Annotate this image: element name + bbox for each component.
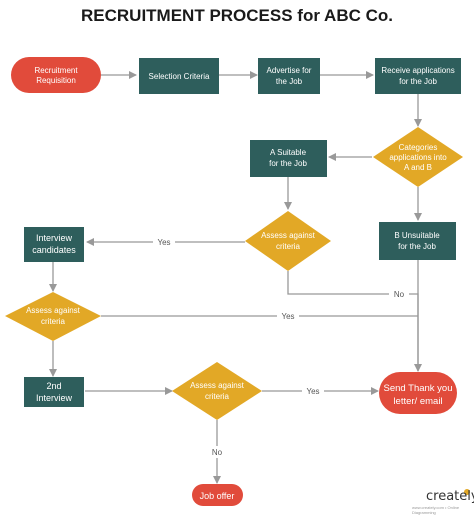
node-receive-applications[interactable]: Receive applications for the Job (375, 58, 461, 94)
svg-text:for the Job: for the Job (399, 77, 437, 86)
svg-text:Recruitment: Recruitment (34, 66, 78, 75)
edge-label-no: No (394, 290, 405, 299)
svg-text:Selection Criteria: Selection Criteria (149, 72, 210, 81)
svg-text:for the Job: for the Job (398, 242, 436, 251)
svg-text:criteria: criteria (41, 317, 66, 326)
node-selection-criteria[interactable]: Selection Criteria (139, 58, 219, 94)
svg-text:Job offer: Job offer (200, 491, 235, 501)
node-send-thank-you[interactable]: Send Thank you letter/ email (379, 372, 457, 414)
node-job-offer[interactable]: Job offer (192, 484, 243, 506)
edge-label-yes: Yes (306, 387, 319, 396)
node-assess-criteria-3[interactable]: Assess against criteria (172, 362, 262, 420)
node-b-unsuitable[interactable]: B Unsuitable for the Job (379, 222, 456, 260)
svg-text:Assess against: Assess against (26, 306, 81, 315)
svg-text:Categories: Categories (399, 143, 438, 152)
edge-label-yes: Yes (281, 312, 294, 321)
svg-text:B Unsuitable: B Unsuitable (394, 231, 440, 240)
svg-text:A Suitable: A Suitable (270, 148, 307, 157)
svg-text:2nd: 2nd (46, 381, 61, 391)
edge-labels: Yes No Yes Yes No (153, 236, 409, 458)
svg-text:Receive applications: Receive applications (381, 66, 454, 75)
svg-text:Assess against: Assess against (261, 231, 316, 240)
svg-text:candidates: candidates (32, 245, 76, 255)
svg-text:Requisition: Requisition (36, 76, 76, 85)
svg-text:Interview: Interview (36, 393, 73, 403)
svg-text:Send Thank you: Send Thank you (383, 383, 452, 394)
node-advertise-job[interactable]: Advertise for the Job (258, 58, 320, 94)
edges (49, 71, 422, 484)
node-categories-decision[interactable]: Categories applications into A and B (373, 127, 463, 187)
svg-text:Interview: Interview (36, 233, 73, 243)
creately-fine-print: www.creately.com • Online Diagramming (412, 505, 460, 515)
svg-text:criteria: criteria (205, 392, 230, 401)
node-second-interview[interactable]: 2nd Interview (24, 377, 84, 407)
svg-text:Advertise for: Advertise for (267, 66, 312, 75)
svg-text:the Job: the Job (276, 77, 303, 86)
edge-label-yes: Yes (157, 238, 170, 247)
svg-text:for the Job: for the Job (269, 159, 307, 168)
svg-text:A and B: A and B (404, 163, 432, 172)
svg-text:applications into: applications into (389, 153, 447, 162)
node-interview-candidates[interactable]: Interview candidates (24, 227, 84, 262)
node-a-suitable[interactable]: A Suitable for the Job (250, 140, 327, 177)
node-recruitment-requisition[interactable]: Recruitment Requisition (11, 57, 101, 93)
creately-logo: creately (426, 489, 474, 504)
edge-assess1-send-no (287, 271, 422, 372)
svg-text:Assess against: Assess against (190, 381, 245, 390)
svg-text:criteria: criteria (276, 242, 301, 251)
logo-bulb-icon (464, 489, 470, 495)
edge-label-no: No (212, 448, 223, 457)
node-assess-criteria-1[interactable]: Assess against criteria (245, 211, 331, 271)
node-assess-criteria-2[interactable]: Assess against criteria (5, 292, 101, 341)
diagram-title: RECRUITMENT PROCESS for ABC Co. (81, 6, 393, 25)
svg-text:letter/ email: letter/ email (393, 396, 442, 407)
